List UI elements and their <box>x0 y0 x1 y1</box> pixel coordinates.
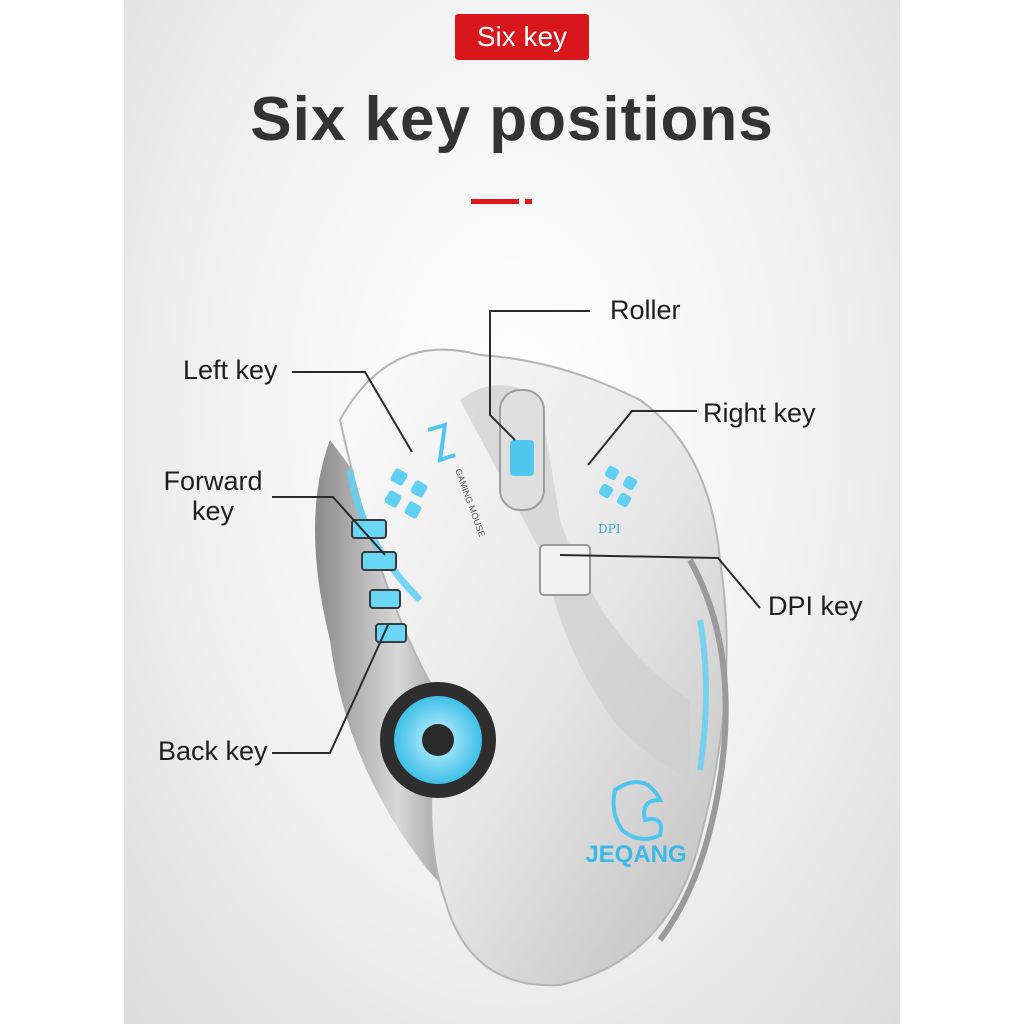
title-underline-short <box>525 199 532 204</box>
label-roller: Roller <box>610 295 681 325</box>
label-dpi-key: DPI key <box>768 591 863 621</box>
roller-leader <box>489 310 590 441</box>
mouse-right-edge <box>657 558 729 942</box>
callout-lines <box>272 310 761 754</box>
dpi-key-leader <box>559 554 761 609</box>
led-strip-right <box>697 619 709 771</box>
dpi-print: DPI <box>598 522 621 536</box>
dragon-logo <box>611 780 664 841</box>
forward-key-leader <box>272 496 386 556</box>
back-key-leader <box>272 624 389 754</box>
title-underline-long <box>471 199 519 204</box>
page-title: Six key positions <box>250 85 774 154</box>
left-key-lights <box>384 468 428 519</box>
left-key-leader <box>292 371 413 453</box>
brand-logo-text: JEQANG <box>585 841 686 868</box>
dpi-button <box>539 544 591 596</box>
label-left-key: Left key <box>183 355 278 385</box>
right-key-leader <box>587 410 697 466</box>
label-right-key: Right key <box>703 398 816 428</box>
label-back-key: Back key <box>158 736 268 766</box>
section-badge: Six key <box>455 14 589 60</box>
side-buttons <box>351 519 407 643</box>
label-forward-key: Forward key <box>163 466 263 526</box>
right-key-lights <box>598 465 638 508</box>
